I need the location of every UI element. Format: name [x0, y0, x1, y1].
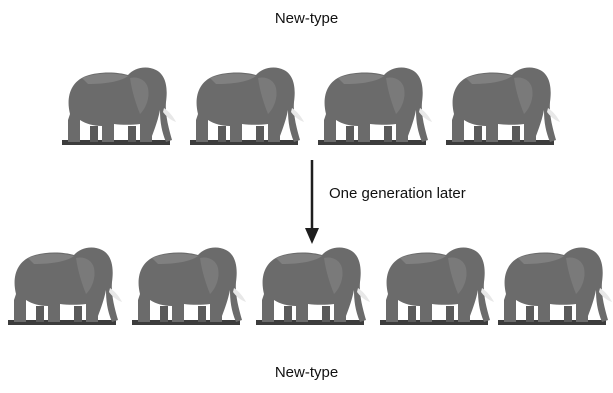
generation-arrow	[305, 160, 319, 244]
generation-label: One generation later	[329, 185, 466, 202]
elephant-icon	[256, 247, 370, 325]
bottom-population	[8, 247, 612, 325]
elephant-icon	[380, 247, 494, 325]
elephant-icon	[190, 67, 304, 145]
elephant-icon	[8, 247, 122, 325]
elephant-icon	[446, 67, 560, 145]
elephant-icon	[132, 247, 246, 325]
elephant-icon	[62, 67, 176, 145]
top-population-label: New-type	[274, 10, 339, 27]
elephant-icon	[318, 67, 432, 145]
bottom-population-label: New-type	[274, 364, 339, 381]
elephant-icon	[498, 247, 612, 325]
top-population	[62, 67, 560, 145]
